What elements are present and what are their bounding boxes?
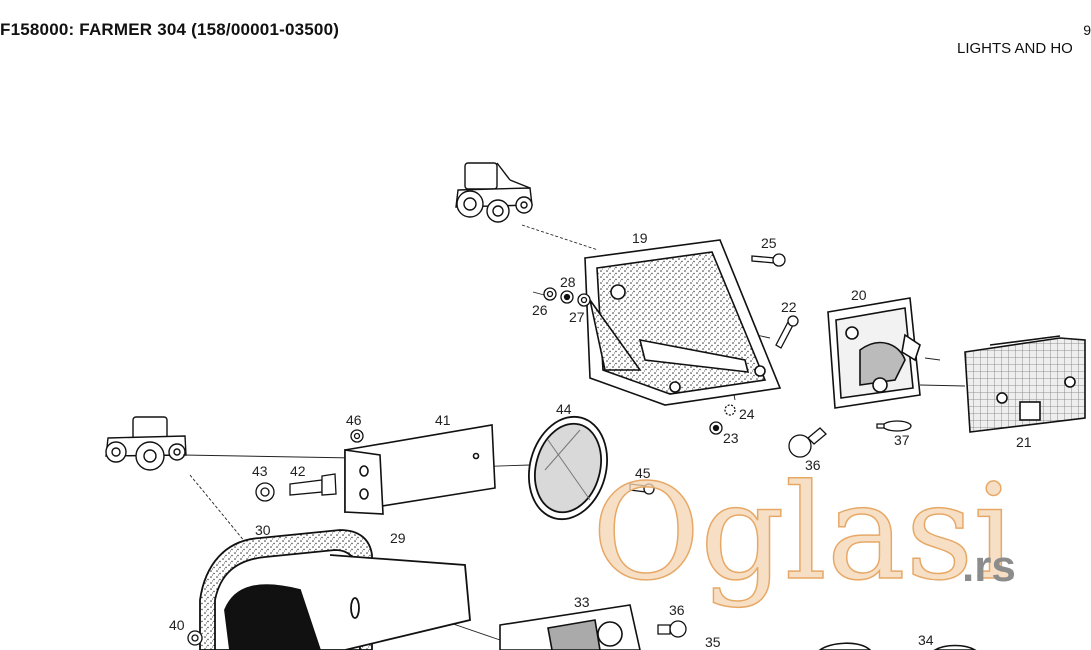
- callout-28: 28: [560, 274, 576, 290]
- tractor-icon: [455, 162, 533, 223]
- nut-40: [187, 630, 203, 646]
- callout-43: 43: [252, 463, 268, 479]
- callout-41: 41: [435, 412, 451, 428]
- part-34: [818, 642, 977, 650]
- callout-24: 24: [739, 406, 755, 422]
- callout-45: 45: [635, 465, 651, 481]
- tail-light-21: [964, 335, 1086, 433]
- page-number: 9: [1083, 22, 1091, 38]
- callout-33: 33: [574, 594, 590, 610]
- callout-19: 19: [632, 230, 648, 246]
- nut-46: [350, 429, 364, 443]
- bulb-36: [788, 427, 827, 458]
- section-title: LIGHTS AND HO: [957, 40, 1073, 57]
- nut-43: [255, 482, 275, 502]
- callout-30: 30: [255, 522, 271, 538]
- tractor-icon: [105, 416, 187, 471]
- bolt-42: [289, 473, 337, 496]
- callout-22: 22: [781, 299, 797, 315]
- bulb-37: [876, 420, 912, 432]
- callout-36: 36: [805, 457, 821, 473]
- screw-45: [629, 483, 655, 495]
- callout-46: 46: [346, 412, 362, 428]
- callout-37: 37: [894, 432, 910, 448]
- watermark-brand: Oglasi: [592, 456, 1016, 610]
- screw-22: [775, 315, 799, 349]
- callout-34: 34: [918, 632, 934, 648]
- bulb-36-lower: [657, 620, 687, 638]
- screw-25: [751, 253, 786, 267]
- callout-26: 26: [532, 302, 548, 318]
- callout-27: 27: [569, 309, 585, 325]
- callout-29: 29: [390, 530, 406, 546]
- lamp-housing-19: [584, 239, 782, 406]
- callout-42: 42: [290, 463, 306, 479]
- lamp-body-20: [827, 297, 921, 409]
- callout-25: 25: [761, 235, 777, 251]
- callout-40: 40: [169, 617, 185, 633]
- lamp-33: [499, 604, 641, 650]
- callout-20: 20: [851, 287, 867, 303]
- washers-26-28-27: [543, 287, 591, 307]
- callout-44: 44: [556, 401, 572, 417]
- watermark-suffix: .rs: [962, 542, 1016, 591]
- callout-35: 35: [705, 634, 721, 650]
- bracket-41: [344, 424, 496, 515]
- headlamp-44: [528, 415, 608, 521]
- nut-23-washer-24: [709, 404, 736, 435]
- callout-36-lower: 36: [669, 602, 685, 618]
- page-title: F158000: FARMER 304 (158/00001-03500): [0, 20, 340, 39]
- callout-21: 21: [1016, 434, 1032, 450]
- callout-23: 23: [723, 430, 739, 446]
- light-housing-29-30: [199, 529, 471, 650]
